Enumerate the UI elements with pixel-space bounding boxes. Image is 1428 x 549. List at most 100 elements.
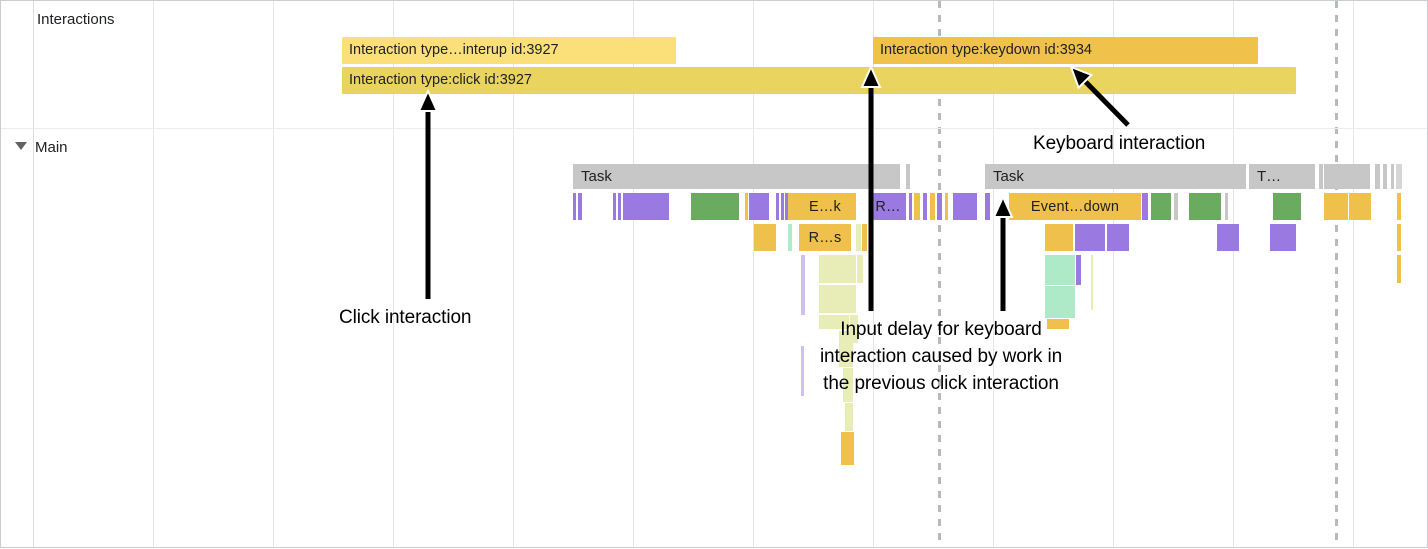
track-separator — [1, 128, 1427, 129]
task-block[interactable] — [1324, 164, 1370, 189]
task-block[interactable] — [894, 164, 900, 189]
flame-block-deep[interactable] — [819, 315, 849, 329]
task-block[interactable] — [1383, 164, 1387, 189]
gridline — [393, 1, 394, 547]
track-label-interactions: Interactions — [37, 11, 115, 28]
flame-block[interactable] — [749, 193, 769, 220]
gridline — [1113, 1, 1114, 547]
flame-block[interactable] — [754, 224, 776, 251]
flame-block[interactable] — [937, 193, 942, 220]
flame-block[interactable] — [613, 193, 616, 220]
task-label: Task — [993, 169, 1024, 184]
flame-block[interactable] — [623, 193, 669, 220]
gridline — [1353, 1, 1354, 547]
flame-block[interactable] — [578, 193, 582, 220]
gridline — [513, 1, 514, 547]
triangle-down-icon[interactable] — [15, 142, 27, 150]
flame-block[interactable] — [1001, 224, 1005, 251]
flame-block[interactable] — [953, 193, 977, 220]
task-block[interactable] — [906, 164, 910, 189]
flame-block[interactable] — [1225, 193, 1228, 220]
interaction-click[interactable]: Interaction type:click id:3927 — [342, 67, 1296, 94]
task-block[interactable] — [1375, 164, 1380, 189]
flame-block[interactable] — [781, 193, 784, 220]
flame-block-deep[interactable] — [801, 346, 804, 396]
arrow-click-interaction — [417, 88, 439, 299]
task-block[interactable] — [1391, 164, 1394, 189]
flame-block[interactable] — [1397, 255, 1401, 283]
flame-block[interactable] — [923, 193, 927, 220]
track-label-main: Main — [35, 139, 68, 156]
flame-block-deep[interactable] — [850, 315, 858, 343]
task-block[interactable] — [573, 164, 894, 189]
task-block[interactable] — [1396, 164, 1402, 189]
flame-block[interactable] — [1151, 193, 1171, 220]
task-block[interactable] — [1307, 164, 1315, 189]
flame-block[interactable] — [1217, 224, 1239, 251]
flame-block[interactable] — [856, 224, 861, 251]
event-block[interactable]: E…k — [794, 193, 856, 220]
task-block[interactable] — [1319, 164, 1323, 189]
flame-block[interactable] — [745, 193, 748, 220]
flame-block[interactable] — [691, 193, 739, 220]
flame-block[interactable] — [909, 193, 912, 220]
flame-block-deep[interactable] — [1076, 255, 1081, 285]
gridline — [1233, 1, 1234, 547]
flame-block[interactable] — [1270, 224, 1296, 251]
flame-block[interactable] — [1142, 193, 1148, 220]
flame-block-deep[interactable] — [857, 255, 863, 283]
annotation-input-delay: Input delay for keyboard interaction cau… — [819, 319, 1063, 394]
run-block[interactable]: R…s — [799, 224, 851, 251]
time-marker-dashed-line — [938, 1, 941, 547]
flame-block-deep[interactable] — [801, 255, 805, 315]
task-block[interactable] — [985, 164, 1241, 189]
flame-block-deep[interactable] — [1045, 255, 1075, 285]
arrow-input-delay-0 — [860, 64, 882, 311]
flame-block[interactable] — [1174, 193, 1178, 220]
flame-block[interactable] — [788, 224, 792, 251]
annotation-keyboard-interaction: Keyboard interaction — [1033, 133, 1206, 154]
flame-block[interactable] — [1273, 193, 1301, 220]
event-keydown-block[interactable]: Event…down — [1009, 193, 1141, 220]
annotation-click-interaction: Click interaction — [339, 307, 472, 328]
flame-block[interactable] — [1324, 193, 1348, 220]
flame-block-deep[interactable] — [839, 331, 853, 367]
flame-block[interactable] — [1397, 224, 1401, 251]
flame-block[interactable] — [618, 193, 621, 220]
run-block[interactable]: R… — [870, 193, 906, 220]
gridline — [753, 1, 754, 547]
interaction-keydown[interactable]: Interaction type:keydown id:3934 — [873, 37, 1258, 64]
flame-block[interactable] — [1189, 193, 1221, 220]
flame-block-deep[interactable] — [1045, 286, 1075, 318]
gridline — [873, 1, 874, 547]
flame-block[interactable] — [945, 193, 948, 220]
flame-block[interactable] — [914, 193, 920, 220]
flame-block-deep[interactable] — [819, 285, 856, 313]
flame-block[interactable] — [573, 193, 576, 220]
gridline — [633, 1, 634, 547]
flame-block-deep[interactable] — [843, 368, 853, 402]
flame-block[interactable] — [930, 193, 935, 220]
flame-block[interactable] — [1075, 224, 1105, 251]
flame-block[interactable] — [1397, 193, 1401, 220]
task-block[interactable] — [1241, 164, 1246, 189]
task-label: T… — [1257, 169, 1282, 184]
time-marker-dashed-line — [1335, 1, 1338, 547]
flame-block-deep[interactable] — [845, 403, 853, 431]
gridline — [993, 1, 994, 547]
flame-block-deep[interactable] — [1001, 255, 1004, 285]
gridline — [273, 1, 274, 547]
interaction-pointerup[interactable]: Interaction type…interup id:3927 — [342, 37, 676, 64]
flame-block-deep[interactable] — [1047, 319, 1069, 329]
flame-block-deep[interactable] — [819, 255, 856, 283]
gridline — [33, 1, 34, 547]
flame-block[interactable] — [1107, 224, 1129, 251]
flame-block[interactable] — [1349, 193, 1371, 220]
flame-block-deep[interactable] — [841, 432, 854, 465]
flame-block[interactable] — [776, 193, 779, 220]
flame-block[interactable] — [1045, 224, 1073, 251]
flame-block-deep[interactable] — [1091, 255, 1093, 310]
flame-block[interactable] — [862, 224, 867, 251]
task-block[interactable] — [1249, 164, 1307, 189]
flame-block[interactable] — [985, 193, 990, 220]
